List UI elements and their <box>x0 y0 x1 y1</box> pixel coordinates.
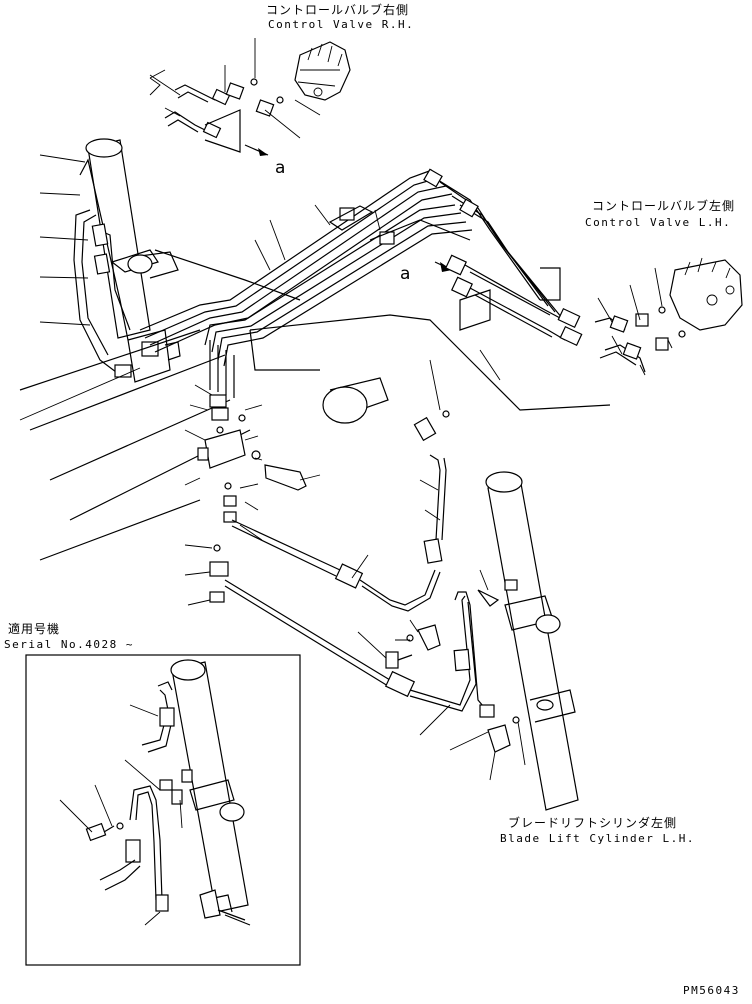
control-valve-rh-jp-label: コントロールバルブ右側 <box>266 3 410 17</box>
lower-hoses <box>224 410 520 753</box>
arrow-right-icon <box>258 148 268 156</box>
control-valve-lh-en-label: Control Valve L.H. <box>585 216 732 229</box>
control-valve-rh-en-label: Control Valve R.H. <box>268 18 415 31</box>
control-valve-lh <box>669 257 743 331</box>
inset-cylinder <box>170 659 251 926</box>
cv-rh-fittings <box>149 69 284 153</box>
applicable-machine-label: 適用号機 <box>8 622 61 636</box>
control-valve-rh <box>294 41 351 101</box>
serial-number-label: Serial No.4028 ~ <box>4 638 134 651</box>
pipe-clamp <box>328 205 374 231</box>
cv-lh-fittings <box>594 306 686 373</box>
blade-lift-cylinder <box>477 471 579 811</box>
center-manifold <box>197 394 307 603</box>
control-valve-lh-jp-label: コントロールバルブ左側 <box>592 199 736 213</box>
part-code-label: PM56043 <box>683 984 740 997</box>
blade-lift-cylinder-jp-label: ブレードリフトシリンダ左側 <box>508 816 678 830</box>
blade-lift-cylinder-en-label: Blade Lift Cylinder L.H. <box>500 832 695 845</box>
view-a-label-mid: a <box>400 264 411 284</box>
left-cylinder <box>85 138 179 339</box>
inset-frame <box>25 654 301 966</box>
left-cylinder-hoses <box>73 158 131 376</box>
leader-lines <box>19 38 673 781</box>
view-a-fittings <box>434 254 583 347</box>
view-a-label-top: a <box>275 158 286 178</box>
frame-outline <box>19 219 611 561</box>
main-pipes <box>139 168 563 398</box>
inset-leaders <box>59 704 183 926</box>
inset-hoses <box>85 681 193 912</box>
